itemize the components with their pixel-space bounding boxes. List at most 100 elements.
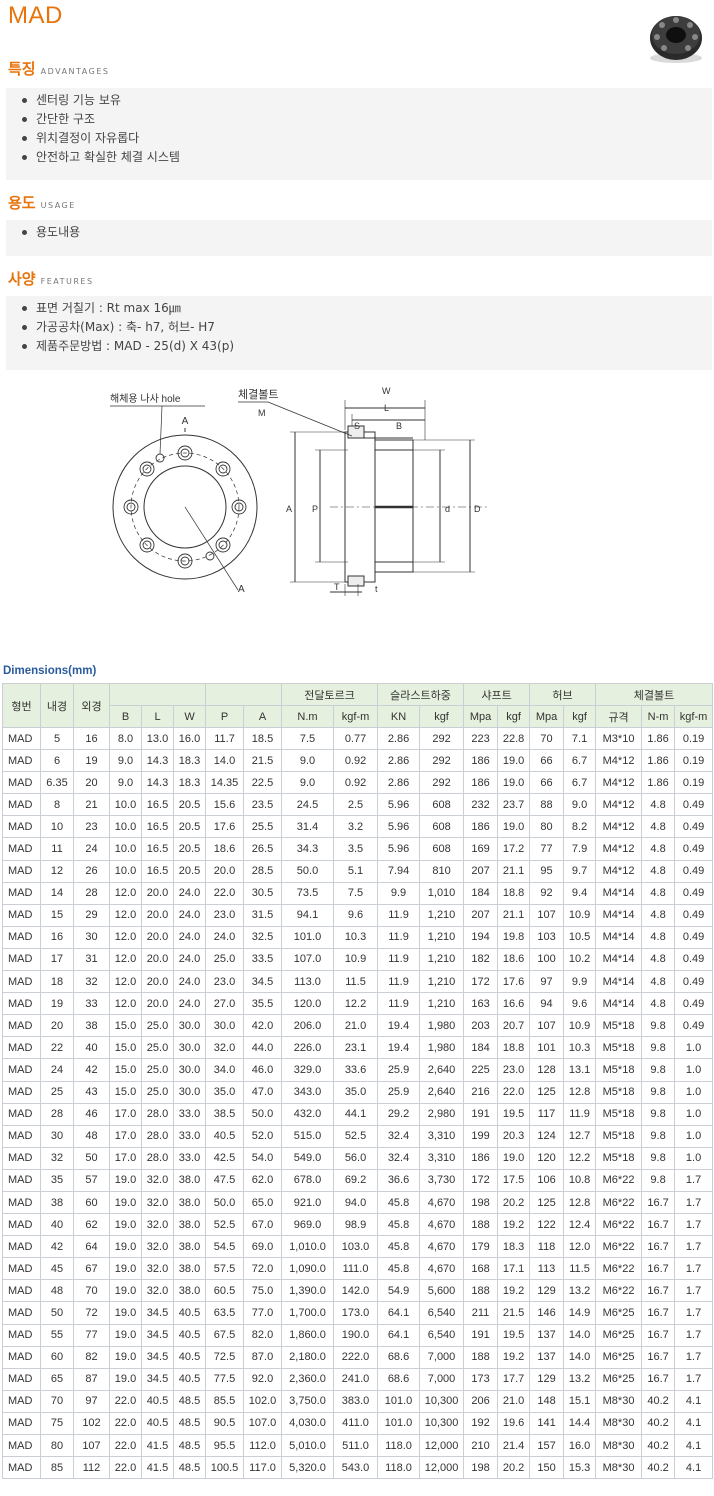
- table-cell: 70: [73, 1279, 110, 1303]
- table-cell: 0.19: [674, 749, 714, 773]
- table-cell: 77.5: [205, 1367, 245, 1391]
- table-cell: 38.0: [172, 1213, 207, 1237]
- table-cell: 107: [529, 1014, 565, 1038]
- table-cell: 57: [73, 1168, 110, 1192]
- table-cell: M4*12: [595, 771, 643, 795]
- table-cell: MAD: [2, 1124, 41, 1148]
- table-cell: 1,980: [419, 1036, 465, 1060]
- table-cell: 15: [40, 903, 74, 927]
- table-cell: 10.0: [109, 859, 142, 883]
- table-cell: M5*18: [595, 1058, 643, 1082]
- table-cell: 17.6: [497, 970, 531, 994]
- table-cell: MAD: [2, 1190, 41, 1215]
- table-cell: 68.6: [377, 1345, 421, 1369]
- table-cell: MAD: [2, 1080, 41, 1104]
- table-cell: 9.0: [109, 771, 142, 795]
- table-cell: 199: [463, 1124, 499, 1148]
- table-cell: 10,300: [419, 1411, 465, 1436]
- table-cell: 32.4: [377, 1124, 421, 1148]
- table-cell: 25.0: [141, 1080, 174, 1104]
- table-cell: 969.0: [281, 1213, 335, 1237]
- table-cell: 4,670: [419, 1235, 465, 1259]
- table-cell: 100.5: [205, 1456, 245, 1480]
- table-cell: 19.6: [497, 1411, 531, 1436]
- table-cell: 33: [73, 992, 110, 1016]
- table-cell: 8: [40, 793, 74, 817]
- table-cell: 12.0: [109, 925, 142, 949]
- advantages-box: 센터링 기능 보유 간단한 구조 위치결정이 자유롭다 안전하고 확실한 체결 …: [6, 88, 712, 180]
- table-cell: 30.5: [243, 881, 283, 905]
- table-cell: 14: [40, 881, 74, 905]
- table-cell: 2,980: [419, 1102, 465, 1126]
- table-cell: 1.0: [674, 1080, 714, 1104]
- table-cell: 9.0: [563, 793, 597, 817]
- list-item: 간단한 구조: [22, 110, 712, 129]
- table-cell: M5*18: [595, 1014, 643, 1038]
- table-cell: 94.0: [333, 1190, 379, 1215]
- table-cell: 19.4: [377, 1036, 421, 1060]
- table-cell: 191: [463, 1323, 499, 1347]
- table-cell: 23.0: [205, 903, 245, 927]
- table-cell: 292: [419, 771, 465, 795]
- table-cell: MAD: [2, 1345, 41, 1369]
- section-header-features: 사양 FEATURES: [8, 268, 94, 289]
- table-cell: 33.0: [172, 1124, 207, 1148]
- table-cell: 64.1: [377, 1323, 421, 1347]
- table-cell: 18.3: [172, 771, 207, 795]
- table-cell: 1.7: [674, 1213, 714, 1237]
- table-cell: 1.86: [641, 749, 676, 773]
- table-cell: 52.5: [205, 1213, 245, 1237]
- table-cell: 1.0: [674, 1124, 714, 1148]
- table-cell: 22.0: [109, 1389, 142, 1413]
- table-cell: M4*14: [595, 881, 643, 905]
- table-cell: 34.5: [243, 970, 283, 994]
- table-cell: 54.0: [243, 1146, 283, 1170]
- table-cell: M5*18: [595, 1102, 643, 1126]
- table-cell: 188: [463, 1213, 499, 1237]
- table-cell: 17.6: [205, 815, 245, 839]
- table-cell: 432.0: [281, 1102, 335, 1126]
- table-cell: 207: [463, 903, 499, 927]
- table-cell: 5,600: [419, 1279, 465, 1303]
- table-cell: 45.8: [377, 1257, 421, 1281]
- table-cell: 19.5: [497, 1323, 531, 1347]
- table-cell: M4*12: [595, 815, 643, 839]
- table-cell: 66: [529, 749, 565, 773]
- table-cell: 0.19: [674, 771, 714, 795]
- table-cell: M6*25: [595, 1367, 643, 1391]
- table-cell: 24.0: [172, 881, 207, 905]
- table-cell: 40.5: [141, 1411, 174, 1436]
- list-item: 가공공차(Max) : 축- h7, 허브- H7: [22, 318, 712, 337]
- table-cell: 0.77: [333, 726, 379, 751]
- table-cell: M6*25: [595, 1301, 643, 1325]
- table-cell: 198: [463, 1456, 499, 1480]
- header-sub-cell: A: [243, 705, 283, 728]
- table-cell: 21.1: [497, 859, 531, 883]
- table-cell: 9.4: [563, 881, 597, 905]
- section-header-advantages: 특징 ADVANTAGES: [8, 58, 109, 79]
- table-cell: M4*14: [595, 925, 643, 949]
- table-cell: 1,010: [419, 881, 465, 905]
- section-title: 특징: [8, 60, 36, 78]
- table-cell: 19.2: [497, 1213, 531, 1237]
- label-a-bottom: A: [238, 584, 245, 595]
- table-cell: 22.0: [205, 881, 245, 905]
- table-cell: 40.5: [172, 1323, 207, 1347]
- table-cell: 69.0: [243, 1235, 283, 1259]
- table-cell: 24.0: [172, 903, 207, 927]
- table-cell: 28.0: [141, 1102, 174, 1126]
- label-a-top: A: [182, 416, 189, 427]
- table-cell: 11.7: [205, 726, 245, 751]
- table-cell: 57.5: [205, 1257, 245, 1281]
- table-cell: 120.0: [281, 992, 335, 1016]
- table-cell: 101.0: [377, 1411, 421, 1436]
- table-cell: 10.3: [333, 925, 379, 949]
- table-cell: 120: [529, 1146, 565, 1170]
- table-cell: 12: [40, 859, 74, 883]
- table-cell: 0.92: [333, 771, 379, 795]
